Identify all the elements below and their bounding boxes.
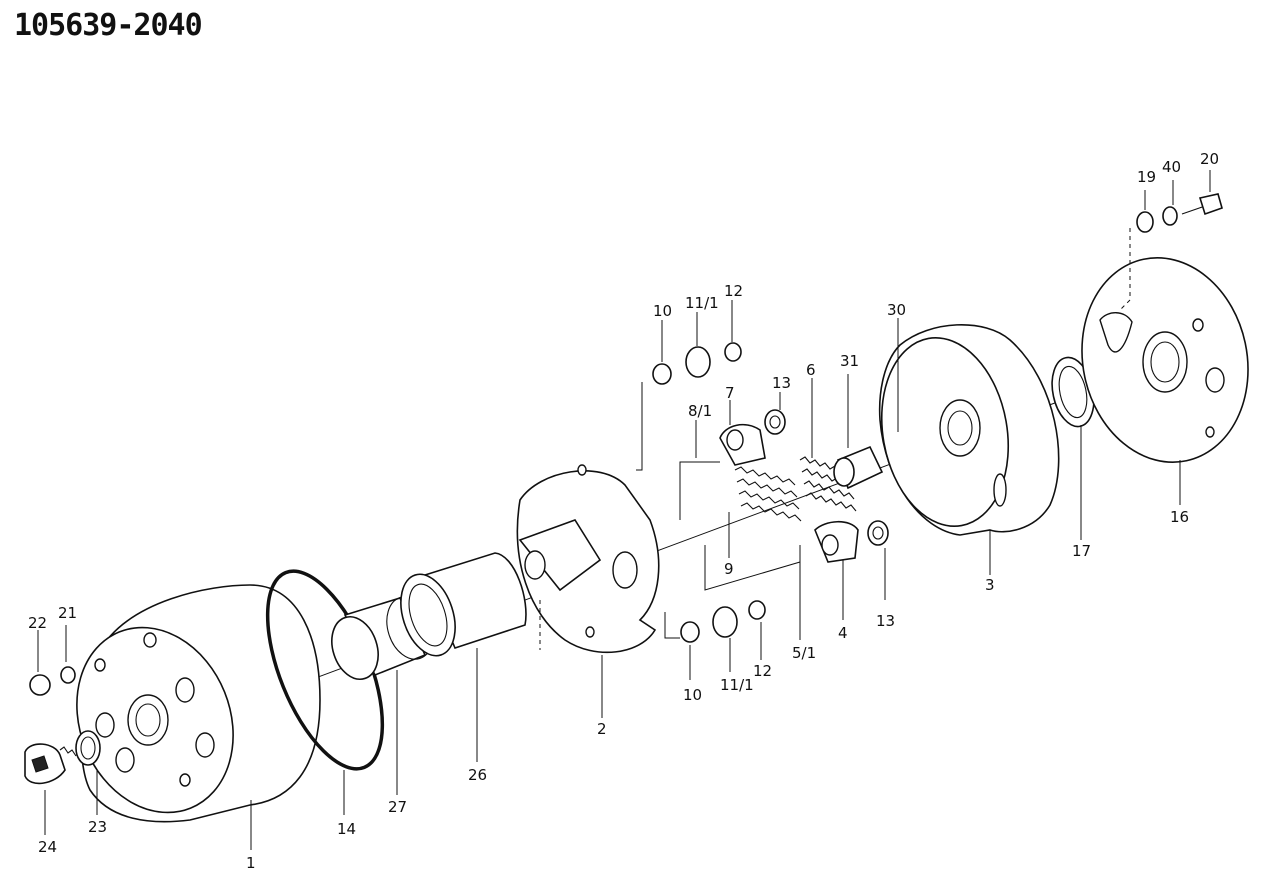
callout-9: 9 (724, 560, 734, 578)
part-2-hub (516, 464, 660, 654)
callout-11-1-lower: 11/1 (720, 676, 754, 694)
callout-21: 21 (58, 604, 77, 622)
parts-21-22-screw (29, 666, 76, 696)
leader-lines (37, 170, 1211, 850)
callout-16: 16 (1170, 508, 1189, 526)
part-7-block (719, 423, 766, 466)
parts-10-11-12-upper (652, 342, 742, 385)
callout-17: 17 (1072, 542, 1091, 560)
callout-12-lower: 12 (753, 662, 772, 680)
callout-30: 30 (887, 301, 906, 319)
callout-13-upper: 13 (772, 374, 791, 392)
part-13-washers (764, 409, 889, 546)
part-26-cylinder (400, 552, 527, 657)
callout-10-upper: 10 (653, 302, 672, 320)
callout-2: 2 (597, 720, 607, 738)
callout-10-lower: 10 (683, 686, 702, 704)
callout-6: 6 (806, 361, 816, 379)
part-31-plug (833, 445, 884, 490)
callout-40: 40 (1162, 158, 1181, 176)
callout-13-lower: 13 (876, 612, 895, 630)
part-3-cover (878, 324, 1060, 536)
callout-7: 7 (725, 384, 735, 402)
part-16-end-plate (1081, 257, 1249, 463)
part-4-block (814, 520, 859, 563)
callout-11-1-upper: 11/1 (685, 294, 719, 312)
callout-3: 3 (985, 576, 995, 594)
callout-24: 24 (38, 838, 57, 856)
callout-31: 31 (840, 352, 859, 370)
callout-1: 1 (246, 854, 256, 872)
callout-23: 23 (88, 818, 107, 836)
spring-set-9 (734, 466, 802, 522)
part-27-sleeve (331, 596, 434, 680)
parts-19-40-20-hardware (1136, 193, 1223, 233)
callout-labels: 1 14 27 26 2 3 17 16 23 24 21 22 10 11/1… (28, 150, 1219, 872)
callout-19: 19 (1137, 168, 1156, 186)
callout-5-1: 5/1 (792, 644, 816, 662)
callout-22: 22 (28, 614, 47, 632)
parts-10-11-12-lower (680, 600, 766, 643)
callout-26: 26 (468, 766, 487, 784)
callout-20: 20 (1200, 150, 1219, 168)
parts-23-24-plug (24, 730, 101, 785)
callout-12-upper: 12 (724, 282, 743, 300)
part-1-housing (76, 584, 321, 823)
callout-27: 27 (388, 798, 407, 816)
document-number: 105639-2040 (14, 8, 203, 43)
callout-14: 14 (337, 820, 356, 838)
callout-4: 4 (838, 624, 848, 642)
callout-8-1: 8/1 (688, 402, 712, 420)
